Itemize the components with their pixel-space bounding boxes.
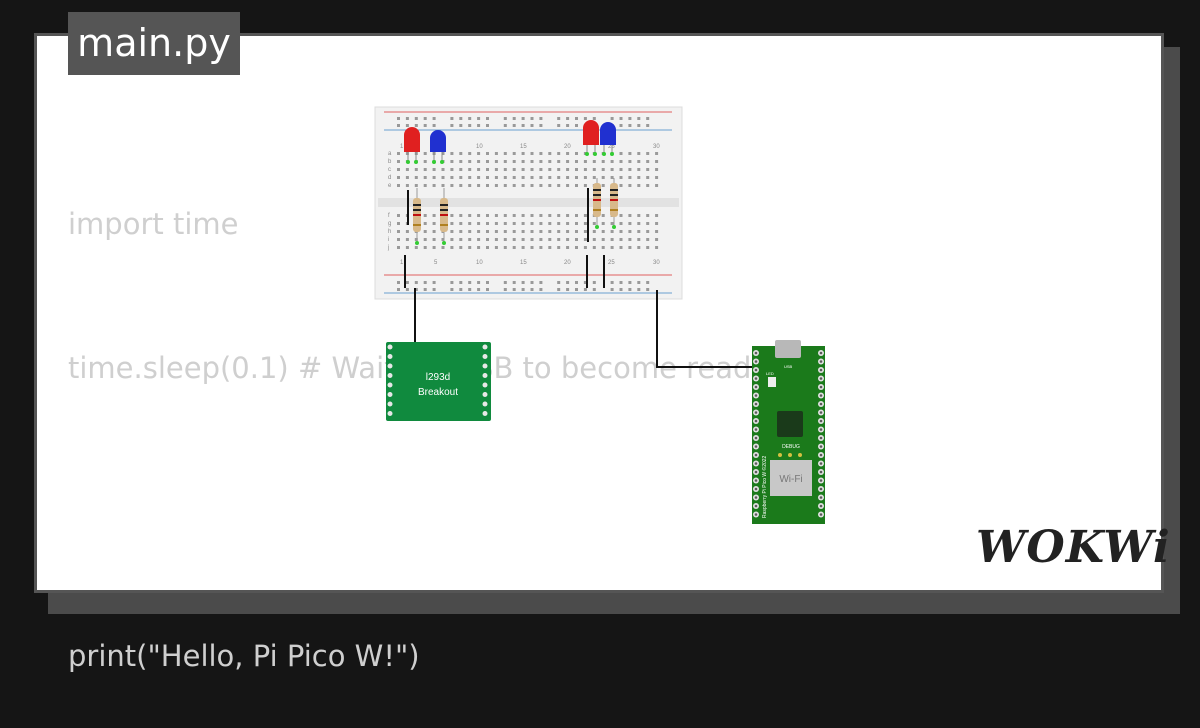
wifi-label: Wi-Fi	[779, 474, 802, 485]
resistor-4[interactable]	[610, 178, 618, 229]
column-number: 20	[564, 144, 571, 150]
pico-pins	[753, 350, 824, 518]
led-red-2[interactable]	[583, 120, 599, 156]
row-letter: j	[387, 245, 389, 251]
led-silk-label: LED	[766, 371, 774, 376]
wire-to-pico[interactable]	[656, 290, 756, 368]
row-letter: f	[388, 213, 390, 219]
usb-port	[775, 340, 801, 358]
resistor-3[interactable]	[593, 178, 601, 229]
driver-sublabel: Breakout	[418, 387, 458, 398]
pico-w-board[interactable]: DEBUG Wi-Fi LED USB Raspberry Pi Pico W …	[752, 340, 825, 524]
file-tab[interactable]: main.py	[68, 12, 240, 75]
row-letter: h	[388, 229, 391, 235]
row-letter: b	[388, 159, 392, 165]
column-number: 25	[608, 260, 615, 266]
column-number: 5	[434, 260, 438, 266]
resistor-1[interactable]	[413, 188, 421, 245]
resistor-2[interactable]	[440, 188, 448, 245]
l293d-breakout[interactable]: l293d Breakout	[386, 342, 491, 421]
column-number: 1	[400, 260, 404, 266]
rp2040-chip	[777, 411, 803, 437]
row-letter: i	[388, 237, 389, 243]
driver-pins	[387, 344, 488, 416]
row-letter: d	[388, 175, 391, 181]
led-blue-1[interactable]	[430, 130, 446, 164]
row-letter: e	[388, 183, 392, 189]
code-line: import time	[68, 207, 239, 241]
column-number: 30	[653, 260, 660, 266]
column-number: 10	[476, 260, 483, 266]
breadboard[interactable]: 1 5 10 15 20 25 30 1 5 10 15 20 25 30 a …	[374, 106, 683, 300]
wokwi-logo: WOKWi	[976, 522, 1171, 573]
row-letter: c	[388, 167, 391, 173]
debug-label: DEBUG	[782, 444, 800, 450]
circuit-diagram: 1 5 10 15 20 25 30 1 5 10 15 20 25 30 a …	[374, 106, 825, 524]
column-number: 15	[520, 260, 527, 266]
column-number: 20	[564, 260, 571, 266]
pico-silk-text: Raspberry Pi Pico W ©2022	[761, 455, 768, 518]
column-number: 30	[653, 144, 660, 150]
driver-label: l293d	[426, 372, 450, 383]
breadboard-holes	[397, 117, 659, 291]
wifi-module	[770, 460, 812, 496]
column-number: 15	[520, 144, 527, 150]
led-blue-2[interactable]	[600, 122, 616, 156]
led-red-1[interactable]	[404, 127, 420, 164]
column-number: 10	[476, 144, 483, 150]
column-number: 1	[400, 144, 404, 150]
usb-silk-label: USB	[784, 364, 793, 369]
row-letter: g	[388, 221, 391, 227]
code-line: print("Hello, Pi Pico W!")	[68, 639, 420, 673]
jumper-wires	[404, 188, 605, 288]
row-letter: a	[388, 151, 392, 157]
